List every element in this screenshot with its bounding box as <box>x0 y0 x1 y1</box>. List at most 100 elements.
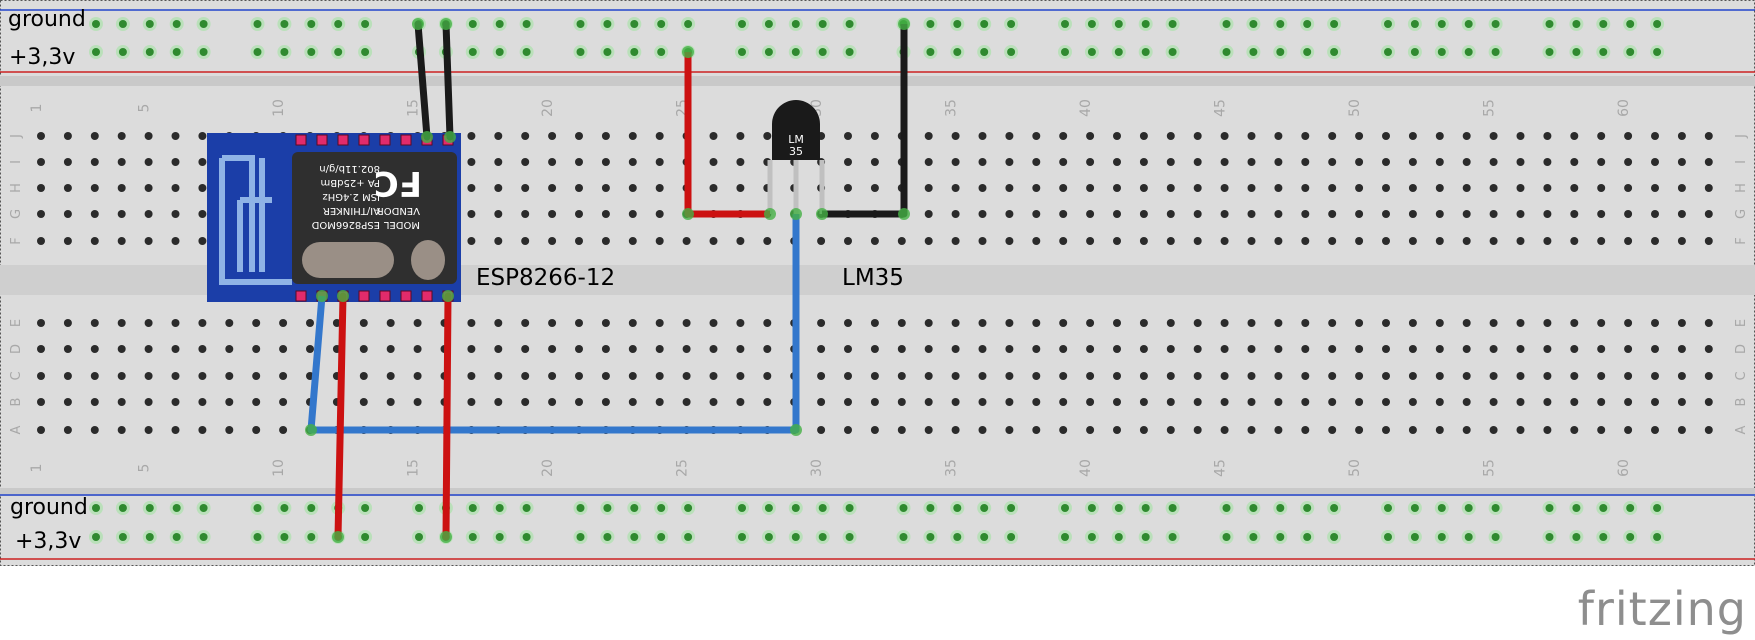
breadboard-hole[interactable] <box>844 237 852 245</box>
breadboard-hole[interactable] <box>1543 237 1552 245</box>
breadboard-hole[interactable] <box>1651 426 1659 434</box>
rail-hole[interactable] <box>1599 533 1608 541</box>
breadboard-hole[interactable] <box>1355 319 1364 327</box>
breadboard-hole[interactable] <box>1435 398 1444 406</box>
rail-hole[interactable] <box>145 533 154 541</box>
rail-hole[interactable] <box>899 504 908 512</box>
breadboard-hole[interactable] <box>37 158 45 166</box>
breadboard-hole[interactable] <box>628 319 637 327</box>
breadboard-hole[interactable] <box>1597 319 1606 327</box>
breadboard-hole[interactable] <box>494 237 503 245</box>
breadboard-hole[interactable] <box>63 426 72 434</box>
rail-hole[interactable] <box>1114 20 1123 28</box>
breadboard-hole[interactable] <box>117 158 126 166</box>
breadboard-hole[interactable] <box>1435 426 1444 434</box>
breadboard-hole[interactable] <box>1355 132 1364 140</box>
breadboard-hole[interactable] <box>171 398 180 406</box>
breadboard-hole[interactable] <box>655 398 664 406</box>
rail-hole[interactable] <box>657 20 666 28</box>
breadboard-hole[interactable] <box>144 372 153 380</box>
breadboard-hole[interactable] <box>1193 426 1202 434</box>
breadboard-hole[interactable] <box>63 158 72 166</box>
rail-hole[interactable] <box>468 504 477 512</box>
breadboard-hole[interactable] <box>413 398 422 406</box>
breadboard-hole[interactable] <box>1382 158 1390 166</box>
breadboard-hole[interactable] <box>924 372 933 380</box>
breadboard-hole[interactable] <box>655 319 664 327</box>
breadboard-hole[interactable] <box>1489 372 1498 380</box>
breadboard-hole[interactable] <box>736 398 745 406</box>
breadboard-hole[interactable] <box>736 345 745 353</box>
breadboard-hole[interactable] <box>1301 319 1310 327</box>
breadboard-hole[interactable] <box>171 158 180 166</box>
breadboard-hole[interactable] <box>1489 398 1498 406</box>
rail-hole[interactable] <box>603 504 612 512</box>
rail-hole[interactable] <box>630 533 639 541</box>
breadboard-hole[interactable] <box>736 132 745 140</box>
breadboard-hole[interactable] <box>63 372 72 380</box>
breadboard-hole[interactable] <box>144 132 153 140</box>
rail-hole[interactable] <box>172 20 181 28</box>
rail-hole[interactable] <box>845 48 854 56</box>
breadboard-hole[interactable] <box>1489 184 1498 192</box>
breadboard-hole[interactable] <box>817 398 826 406</box>
breadboard-hole[interactable] <box>548 345 557 353</box>
breadboard-hole[interactable] <box>1543 319 1552 327</box>
breadboard-hole[interactable] <box>1193 237 1202 245</box>
breadboard-hole[interactable] <box>1462 426 1471 434</box>
breadboard-hole[interactable] <box>1543 158 1552 166</box>
breadboard-hole[interactable] <box>924 184 933 192</box>
breadboard-hole[interactable] <box>1193 345 1202 353</box>
rail-hole[interactable] <box>1572 48 1581 56</box>
breadboard-hole[interactable] <box>736 184 745 192</box>
breadboard-hole[interactable] <box>279 372 288 380</box>
breadboard-hole[interactable] <box>467 210 476 218</box>
breadboard-hole[interactable] <box>198 398 207 406</box>
rail-hole[interactable] <box>468 533 477 541</box>
breadboard-hole[interactable] <box>1247 132 1256 140</box>
breadboard-hole[interactable] <box>1274 132 1283 140</box>
breadboard-hole[interactable] <box>90 184 99 192</box>
breadboard-hole[interactable] <box>37 426 45 434</box>
breadboard-hole[interactable] <box>1597 345 1606 353</box>
rail-hole[interactable] <box>791 504 800 512</box>
rail-hole[interactable] <box>1276 48 1285 56</box>
breadboard-hole[interactable] <box>1166 210 1175 218</box>
rail-hole[interactable] <box>1545 20 1554 28</box>
breadboard-hole[interactable] <box>37 184 45 192</box>
breadboard-hole[interactable] <box>1328 372 1337 380</box>
breadboard-hole[interactable] <box>1435 210 1444 218</box>
breadboard-hole[interactable] <box>1139 158 1148 166</box>
breadboard-hole[interactable] <box>1193 319 1202 327</box>
rail-hole[interactable] <box>953 504 962 512</box>
breadboard-hole[interactable] <box>1597 158 1606 166</box>
breadboard-hole[interactable] <box>521 184 530 192</box>
breadboard-hole[interactable] <box>1220 319 1229 327</box>
breadboard-hole[interactable] <box>1597 398 1606 406</box>
rail-hole[interactable] <box>1141 20 1150 28</box>
breadboard-hole[interactable] <box>1113 184 1121 192</box>
rail-hole[interactable] <box>172 533 181 541</box>
breadboard-hole[interactable] <box>870 237 879 245</box>
breadboard-hole[interactable] <box>655 210 664 218</box>
breadboard-hole[interactable] <box>897 319 906 327</box>
breadboard-hole[interactable] <box>1193 398 1202 406</box>
rail-hole[interactable] <box>1007 504 1016 512</box>
breadboard-hole[interactable] <box>144 345 153 353</box>
rail-hole[interactable] <box>522 20 531 28</box>
rail-hole[interactable] <box>738 48 746 56</box>
breadboard-hole[interactable] <box>1597 210 1606 218</box>
breadboard-hole[interactable] <box>575 372 583 380</box>
rail-hole[interactable] <box>145 504 154 512</box>
breadboard-hole[interactable] <box>1274 184 1283 192</box>
rail-hole[interactable] <box>980 504 989 512</box>
breadboard-hole[interactable] <box>225 426 234 434</box>
breadboard-hole[interactable] <box>225 319 234 327</box>
breadboard-hole[interactable] <box>1462 372 1471 380</box>
breadboard-hole[interactable] <box>1355 372 1364 380</box>
breadboard-hole[interactable] <box>709 319 718 327</box>
breadboard-hole[interactable] <box>467 184 476 192</box>
rail-hole[interactable] <box>1626 48 1635 56</box>
breadboard-hole[interactable] <box>1220 398 1229 406</box>
breadboard-hole[interactable] <box>1651 372 1659 380</box>
